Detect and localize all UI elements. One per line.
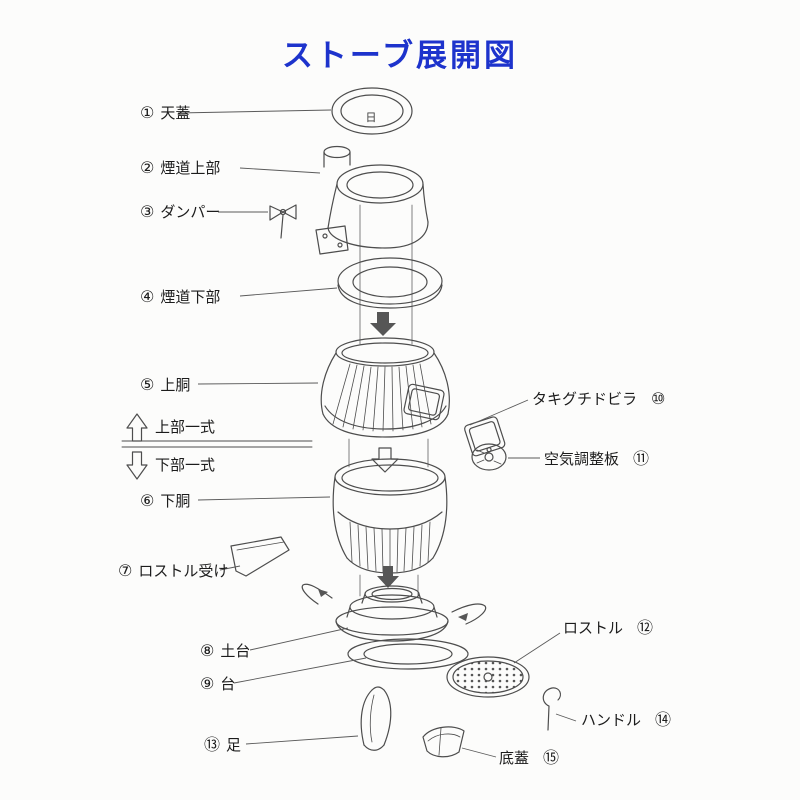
part-lower-body — [332, 458, 448, 574]
part-name: 天蓋 — [160, 104, 191, 122]
assembly-lower-label: 下部一式 — [155, 456, 216, 474]
part-air-plate — [471, 443, 507, 471]
part-name: 台 — [220, 675, 236, 693]
part-name: 下胴 — [160, 492, 191, 510]
part-number: ② — [140, 158, 155, 177]
part-number: ⑩ — [651, 389, 666, 408]
part-label-handle: ハンドル ⑭ — [581, 710, 672, 730]
part-label-lower-body: ⑥ 下胴 — [140, 491, 191, 511]
part-name: ダンパー — [160, 203, 221, 221]
up-arrow-icon — [126, 413, 148, 442]
part-label-flue-lower: ④ 煙道下部 — [140, 287, 221, 307]
part-number: ⑨ — [200, 674, 215, 693]
part-name: ロストル受け — [138, 562, 229, 580]
leader-lines — [177, 109, 577, 758]
part-bottom-lid — [422, 726, 465, 758]
part-label-grate-holder: ⑦ ロストル受け — [118, 561, 229, 581]
part-label-grate: ロストル ⑫ — [563, 618, 654, 638]
part-label-fuel-door: タキグチドビラ ⑩ — [532, 389, 666, 409]
part-number: ⑤ — [140, 375, 155, 394]
down-arrow-outline-icon — [126, 451, 148, 480]
part-name: 煙道下部 — [160, 288, 221, 306]
part-number: ④ — [140, 287, 155, 306]
part-name: 足 — [226, 736, 242, 754]
part-name: ハンドル — [581, 711, 642, 729]
part-base — [301, 583, 487, 642]
part-stand — [347, 638, 469, 670]
part-fuel-door — [464, 416, 506, 457]
part-number: ⑬ — [204, 735, 221, 754]
part-name: 底蓋 — [499, 749, 530, 767]
part-name: タキグチドビラ — [532, 390, 638, 408]
part-label-top-lid: ① 天蓋 — [140, 103, 191, 123]
part-number: ③ — [140, 202, 155, 221]
part-name: 上胴 — [160, 376, 191, 394]
part-leg — [360, 686, 392, 751]
lid-mark: 日 — [366, 111, 377, 124]
part-name: ロストル — [563, 619, 624, 637]
part-top-lid: 日 — [331, 87, 413, 135]
alignment-guides — [348, 204, 429, 597]
part-number: ⑦ — [118, 561, 133, 580]
part-label-air-plate: 空気調整板 ⑪ — [544, 449, 650, 469]
part-damper — [269, 204, 297, 239]
part-flue-lower — [337, 257, 443, 309]
assembly-upper-label: 上部一式 — [155, 418, 216, 436]
assembly-arrows — [121, 413, 313, 480]
part-flue-upper — [315, 145, 429, 255]
part-number: ① — [140, 103, 155, 122]
down-arrow-icon — [370, 312, 396, 336]
part-label-upper-body: ⑤ 上胴 — [140, 375, 191, 395]
part-grate-holder — [230, 536, 290, 577]
part-label-damper: ③ ダンパー — [140, 202, 221, 222]
part-label-base: ⑧ 土台 — [200, 641, 251, 661]
down-arrow-icon — [377, 566, 399, 588]
part-name: 煙道上部 — [160, 159, 221, 177]
part-number: ⑧ — [200, 641, 215, 660]
part-upper-body — [320, 337, 450, 438]
part-number: ⑫ — [637, 618, 654, 637]
part-number: ⑥ — [140, 491, 155, 510]
part-number: ⑭ — [655, 710, 672, 729]
part-number: ⑮ — [543, 748, 560, 767]
part-label-flue-upper: ② 煙道上部 — [140, 158, 221, 178]
part-grate — [446, 656, 530, 698]
part-label-bottom-lid: 底蓋 ⑮ — [499, 748, 560, 768]
part-name: 土台 — [220, 642, 251, 660]
part-handle — [542, 687, 562, 731]
part-name: 空気調整板 — [544, 450, 620, 468]
part-number: ⑪ — [633, 449, 650, 468]
page-title: ストーブ展開図 — [281, 38, 519, 74]
